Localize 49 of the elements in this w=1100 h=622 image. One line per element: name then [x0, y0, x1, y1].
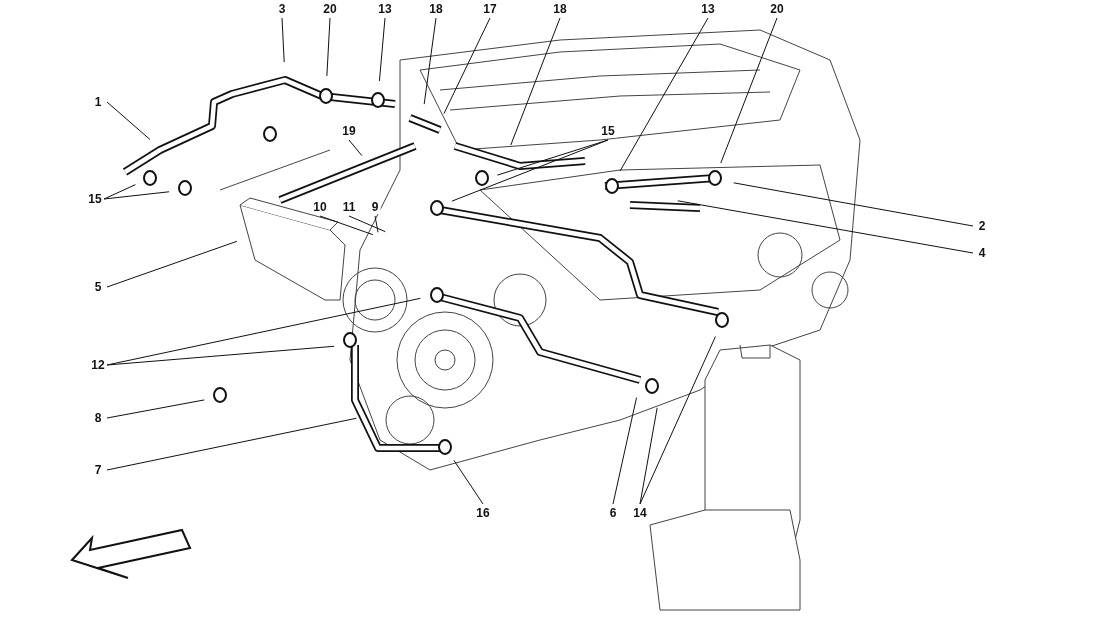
leader-line: [453, 459, 484, 505]
leader-line: [106, 399, 205, 419]
callout-number: 19: [340, 124, 358, 138]
leader-line: [423, 17, 437, 105]
callout-number: 11: [340, 200, 358, 214]
callout-number: 7: [92, 463, 104, 477]
callout-number: 17: [481, 2, 499, 16]
leader-line: [281, 17, 285, 63]
callout-number: 10: [311, 200, 329, 214]
leader-line: [510, 17, 561, 146]
callout-number: 2: [976, 219, 988, 233]
leader-line: [733, 182, 974, 227]
callout-number: 12: [89, 358, 107, 372]
leader-line: [319, 215, 374, 236]
callout-number: 6: [607, 506, 619, 520]
callout-number: 18: [427, 2, 445, 16]
callout-number: 15: [86, 192, 104, 206]
leader-line: [619, 17, 709, 172]
leader-line: [451, 139, 609, 202]
callout-number: 9: [369, 200, 381, 214]
leader-line: [103, 191, 170, 200]
callout-number: 13: [699, 2, 717, 16]
callout-number: 15: [599, 124, 617, 138]
leader-line: [720, 17, 778, 164]
callout-number: 20: [321, 2, 339, 16]
leader-line: [106, 101, 151, 140]
leader-line: [348, 215, 386, 233]
leader-line: [374, 215, 379, 233]
callout-number: 20: [768, 2, 786, 16]
leader-line: [106, 417, 357, 471]
leader-line: [326, 17, 331, 77]
leader-line: [443, 17, 491, 115]
leader-line: [106, 345, 335, 366]
callout-number: 18: [551, 2, 569, 16]
leader-line: [677, 200, 974, 254]
callout-number: 14: [631, 506, 649, 520]
leader-line: [106, 240, 238, 288]
callout-number: 5: [92, 280, 104, 294]
callout-number: 4: [976, 246, 988, 260]
callout-number: 8: [92, 411, 104, 425]
callout-number: 16: [474, 506, 492, 520]
leader-line: [348, 139, 363, 157]
callout-number: 1: [92, 95, 104, 109]
leader-line: [639, 336, 716, 505]
callout-number: 13: [376, 2, 394, 16]
leader-line: [612, 397, 638, 505]
leader-line: [103, 184, 136, 200]
leader-line: [378, 17, 386, 82]
callout-number: 3: [276, 2, 288, 16]
